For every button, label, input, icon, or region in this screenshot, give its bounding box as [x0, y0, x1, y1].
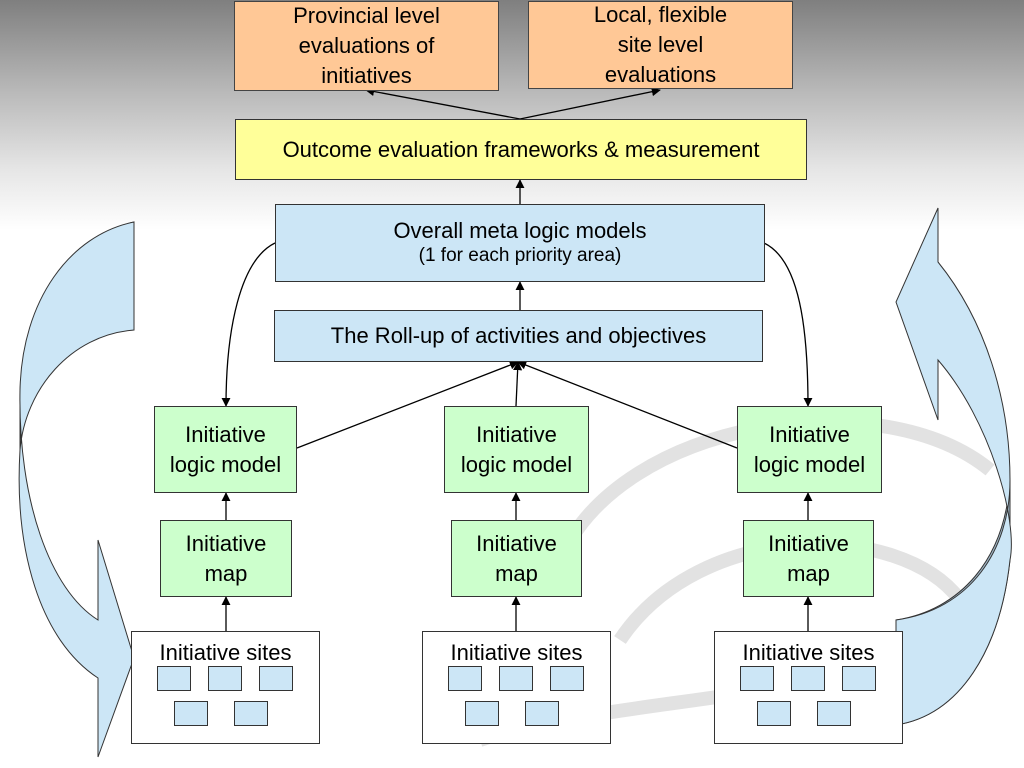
initiative-sites-label: Initiative sites — [450, 640, 583, 665]
initiative-sites-label: Initiative sites — [159, 640, 292, 665]
initiative-logic-model-box-center: Initiative logic model — [444, 406, 589, 493]
arrow-meta-to-logic-right — [763, 242, 813, 407]
logic-model-line-1: Initiative — [769, 421, 850, 447]
provincial-line-2: evaluations of — [298, 33, 435, 58]
initiative-sites-label: Initiative sites — [742, 640, 875, 665]
map-line-1: Initiative — [185, 530, 267, 556]
map-line-1: Initiative — [476, 530, 557, 556]
site-square — [234, 701, 268, 726]
right-cycle-arrow-front — [895, 207, 1012, 726]
meta-logic-models-subtitle: (1 for each priority area) — [418, 245, 622, 266]
map-line-2: map — [495, 560, 538, 586]
initiative-map-box-left: Initiative map — [160, 520, 292, 597]
site-square — [208, 666, 242, 691]
map-line-1: Initiative — [768, 530, 849, 556]
initiative-sites-box-left: Initiative sites — [131, 631, 320, 744]
local-line-3: evaluations — [604, 62, 717, 87]
initiative-sites-box-right: Initiative sites — [714, 631, 903, 744]
provincial-line-1: Provincial level — [293, 3, 440, 28]
initiative-sites-box-center: Initiative sites — [422, 631, 611, 744]
logic-model-line-1: Initiative — [476, 421, 557, 447]
arrow-logic-right-to-rollup — [517, 360, 738, 449]
site-square — [157, 666, 191, 691]
site-square — [465, 701, 499, 726]
site-square — [174, 701, 208, 726]
logic-model-line-2: logic model — [460, 451, 573, 477]
initiative-map-box-right: Initiative map — [743, 520, 874, 597]
left-cycle-arrow-front — [18, 221, 135, 758]
site-square — [842, 666, 876, 691]
site-square — [817, 701, 851, 726]
logic-model-line-2: logic model — [169, 451, 282, 477]
arrow-logic-left-to-rollup — [296, 360, 519, 449]
meta-logic-models-box: Overall meta logic models (1 for each pr… — [275, 204, 765, 282]
meta-logic-models-title: Overall meta logic models — [393, 218, 647, 243]
site-square — [740, 666, 774, 691]
local-line-1: Local, flexible — [593, 2, 728, 27]
right-cycle-arrow — [895, 207, 1012, 726]
initiative-logic-model-box-right: Initiative logic model — [737, 406, 882, 493]
local-line-2: site level — [617, 32, 704, 57]
map-line-2: map — [787, 560, 830, 586]
local-evaluations-box: Local, flexible site level evaluations — [528, 1, 793, 89]
outcome-evaluation-box: Outcome evaluation frameworks & measurem… — [235, 119, 807, 180]
site-square — [757, 701, 791, 726]
rollup-box: The Roll-up of activities and objectives — [274, 310, 763, 362]
site-square — [499, 666, 533, 691]
arrow-logic-center-to-rollup — [513, 361, 523, 407]
provincial-evaluations-box: Provincial level evaluations of initiati… — [234, 1, 499, 91]
initiative-logic-model-box-left: Initiative logic model — [154, 406, 297, 493]
site-square — [448, 666, 482, 691]
rollup-label: The Roll-up of activities and objectives — [330, 323, 707, 348]
arrow-outcome-to-provincial — [365, 87, 521, 120]
map-line-2: map — [204, 560, 248, 586]
site-square — [259, 666, 293, 691]
site-square — [525, 701, 559, 726]
left-cycle-arrow — [18, 221, 135, 758]
site-square — [550, 666, 584, 691]
site-square — [791, 666, 825, 691]
outcome-evaluation-label: Outcome evaluation frameworks & measurem… — [282, 136, 760, 162]
logic-model-line-2: logic model — [753, 451, 866, 477]
logic-model-line-1: Initiative — [185, 421, 266, 447]
initiative-map-box-center: Initiative map — [451, 520, 582, 597]
provincial-line-3: initiatives — [321, 63, 412, 88]
arrow-meta-to-logic-left — [221, 242, 276, 407]
arrow-outcome-to-local — [519, 87, 661, 120]
